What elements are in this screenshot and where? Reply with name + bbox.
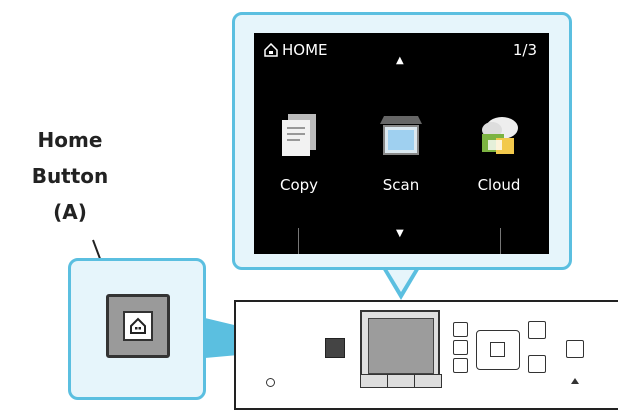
panel-button[interactable] xyxy=(453,358,468,373)
panel-soft-button[interactable] xyxy=(388,375,415,387)
panel-soft-button[interactable] xyxy=(361,375,388,387)
tile-divider xyxy=(298,228,299,254)
home-icon xyxy=(264,43,278,57)
label-line-button: Button xyxy=(31,164,109,188)
copy-icon xyxy=(282,114,316,156)
tile-label-copy: Copy xyxy=(279,176,319,194)
panel-button[interactable] xyxy=(528,355,546,373)
home-button[interactable] xyxy=(106,294,170,358)
home-button-label: Home Button (A) xyxy=(10,122,130,230)
alarm-indicator-icon xyxy=(571,378,579,384)
tile-label-cloud: Cloud xyxy=(477,176,521,194)
panel-button[interactable] xyxy=(566,340,584,358)
tile-copy[interactable]: Copy xyxy=(264,108,334,194)
dpad[interactable] xyxy=(476,330,520,370)
scroll-down-icon[interactable]: ▼ xyxy=(396,228,404,239)
panel-button[interactable] xyxy=(453,340,468,355)
tile-label-scan: Scan xyxy=(382,176,420,194)
panel-display-screen xyxy=(368,318,434,374)
lcd-screen: HOME 1/3 ▲ Copy Scan Cloud ▼ xyxy=(254,33,549,254)
home-icon xyxy=(130,317,146,334)
scan-icon xyxy=(380,116,422,155)
lcd-header: HOME xyxy=(264,41,328,59)
lcd-title: HOME xyxy=(282,41,328,59)
tile-scan[interactable]: Scan xyxy=(366,108,436,194)
scroll-up-icon[interactable]: ▲ xyxy=(396,55,404,66)
cloud-icon xyxy=(482,117,518,154)
tile-cloud[interactable]: Cloud xyxy=(464,108,534,194)
label-line-a: (A) xyxy=(53,200,87,224)
tile-divider xyxy=(500,228,501,254)
home-icon-frame xyxy=(123,311,153,341)
dpad-ok-button[interactable] xyxy=(490,342,505,357)
label-line-home: Home xyxy=(37,128,103,152)
panel-display-buttons xyxy=(360,374,442,388)
power-indicator-icon xyxy=(266,378,275,387)
panel-button[interactable] xyxy=(528,321,546,339)
panel-button[interactable] xyxy=(453,322,468,337)
panel-display xyxy=(360,310,440,380)
panel-soft-button[interactable] xyxy=(415,375,441,387)
home-button-small[interactable] xyxy=(325,338,345,358)
page-indicator: 1/3 xyxy=(512,41,537,59)
